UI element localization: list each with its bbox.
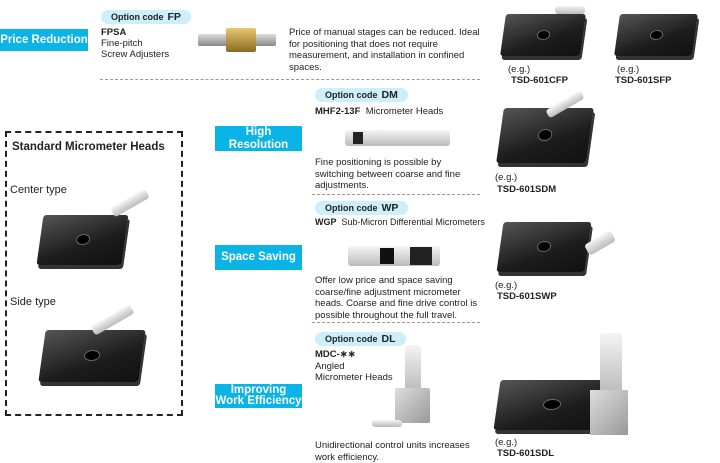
product-name: Sub-Micron Differential Micrometers [341, 217, 485, 227]
badge-price-reduction: Price Reduction [0, 29, 88, 51]
stage-image-swp [496, 222, 592, 272]
badge-line-2: Work Efficiency [215, 395, 302, 407]
option-label: Option code [325, 334, 378, 344]
description: Unidirectional control units increases w… [315, 440, 470, 463]
adjuster-icon [555, 6, 585, 14]
product-name-2: Micrometer Heads [315, 372, 393, 383]
badge-high-resolution: High Resolution [215, 126, 302, 151]
badge-line-1: Improving [230, 384, 287, 396]
option-label: Option code [111, 12, 164, 22]
option-code: FP [167, 11, 181, 23]
center-type-stage-image [36, 215, 129, 265]
description: Fine positioning is possible by switchin… [315, 157, 461, 191]
product-title: MHF2-13F Micrometer Heads [315, 106, 443, 118]
angled-block-icon [395, 388, 430, 423]
product-name: Micrometer Heads [365, 106, 444, 117]
standard-title: Standard Micrometer Heads [12, 141, 165, 153]
eg-label: (e.g.) [495, 280, 518, 291]
stage-image-cfp [500, 14, 586, 56]
product-title: WGP Sub-Micron Differential Micrometers [315, 217, 485, 229]
stage-image-sfp [614, 14, 698, 56]
option-label: Option code [325, 203, 378, 213]
eg-label: (e.g.) [508, 64, 531, 75]
product-name-2: Screw Adjusters [101, 49, 170, 60]
stage-image-sdm [496, 108, 594, 163]
product-name-1: Fine-pitch [101, 38, 143, 49]
divider [312, 322, 480, 323]
model-label: TSD-601SDL [497, 448, 555, 459]
product-code: WGP [315, 217, 337, 227]
center-type-label: Center type [10, 184, 67, 196]
eg-label: (e.g.) [617, 64, 640, 75]
model-label: TSD-601SWP [497, 291, 557, 302]
option-code: DM [381, 89, 398, 101]
product-code: MDC-∗∗ [315, 349, 356, 360]
description: Price of manual stages can be reduced. I… [289, 27, 480, 73]
eg-label: (e.g.) [495, 172, 518, 183]
micrometer-icon [600, 333, 622, 393]
description: Offer low price and space saving coarse/… [315, 275, 478, 321]
screw-adjuster-image [198, 28, 276, 52]
shaft-icon [372, 420, 402, 427]
option-code: WP [381, 202, 399, 214]
eg-label: (e.g.) [495, 437, 518, 448]
option-code: DL [381, 333, 396, 345]
divider [100, 79, 480, 80]
option-label: Option code [325, 90, 378, 100]
model-label: TSD-601SDM [497, 184, 557, 195]
angled-micrometer-image [405, 345, 421, 390]
model-label: TSD-601SFP [615, 75, 672, 86]
standard-heads-box [5, 131, 183, 416]
angled-block-icon [590, 390, 628, 435]
model-label: TSD-601CFP [511, 75, 569, 86]
product-code: FPSA [101, 27, 127, 38]
product-name-1: Angled [315, 361, 345, 372]
side-type-stage-image [38, 330, 146, 382]
divider [312, 194, 480, 195]
badge-space-saving: Space Saving [215, 245, 302, 270]
micrometer-head-image [345, 130, 450, 146]
product-code: MHF2-13F [315, 106, 361, 117]
differential-micrometer-image [348, 246, 440, 266]
side-type-label: Side type [10, 296, 56, 308]
